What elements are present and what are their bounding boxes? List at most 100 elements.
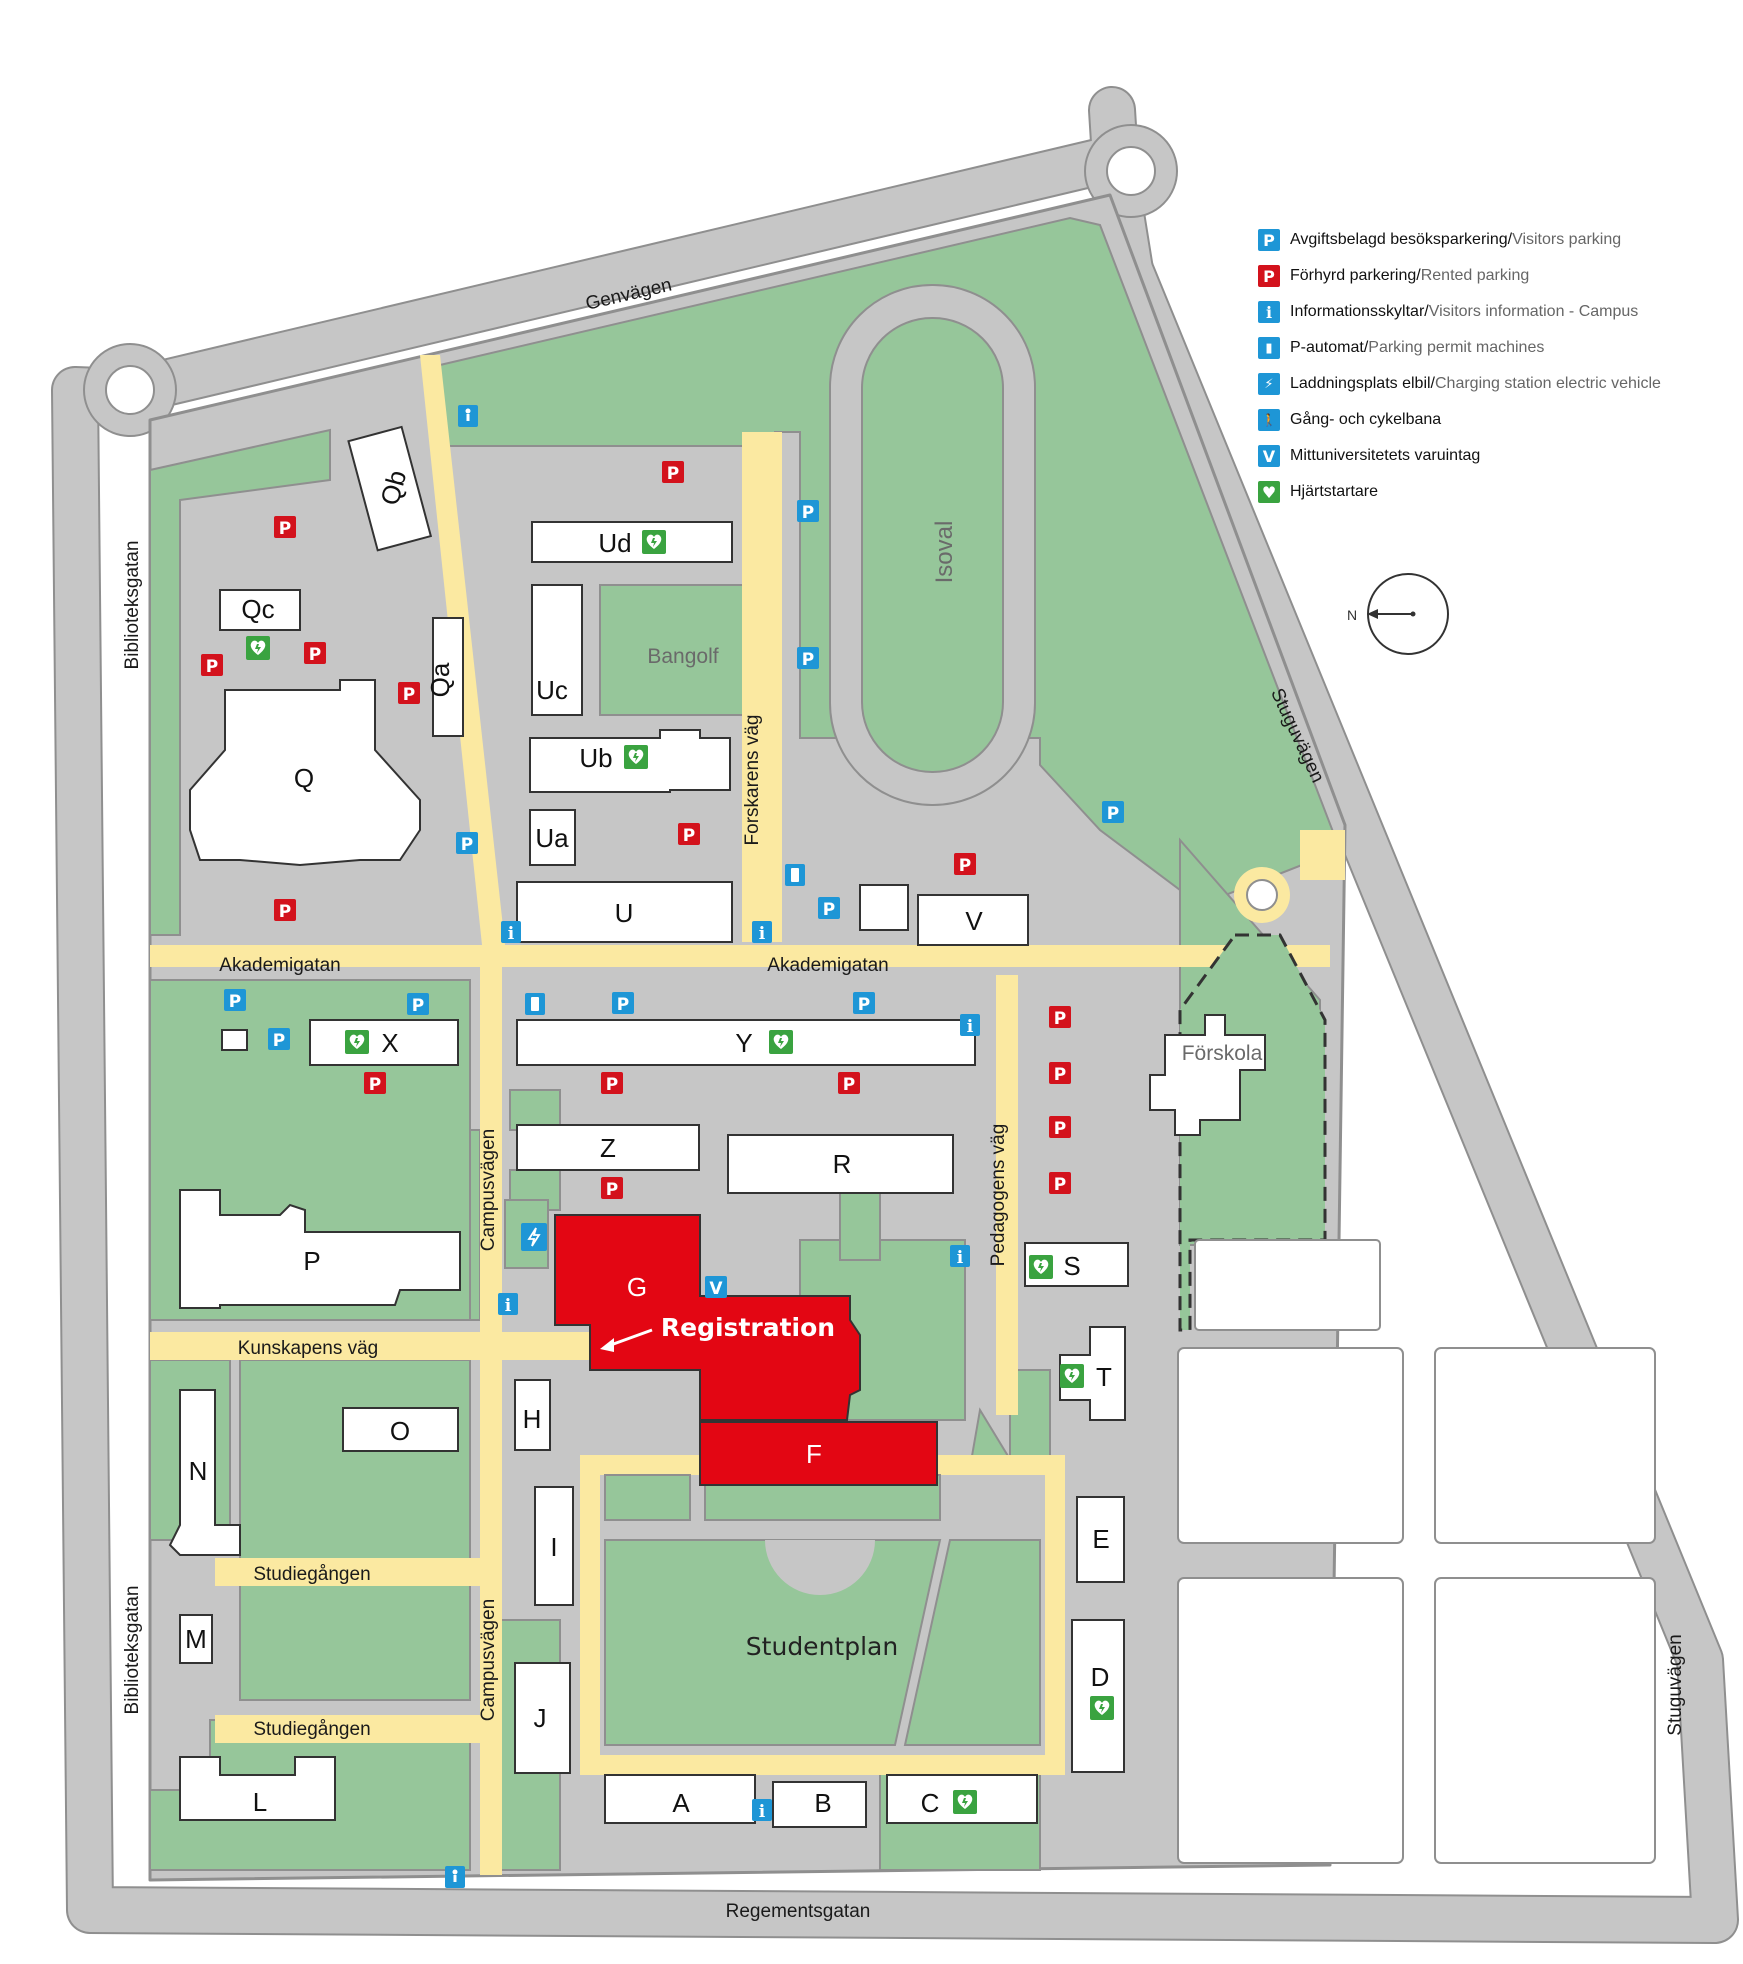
ev-charging-icon[interactable] xyxy=(521,1223,547,1251)
building-g[interactable] xyxy=(554,1214,861,1421)
defibrillator-icon[interactable] xyxy=(624,745,648,769)
parking-visitors-icon[interactable] xyxy=(818,897,840,920)
defibrillator-icon[interactable] xyxy=(642,530,666,554)
defibrillator-icon[interactable] xyxy=(246,636,270,660)
parking-rented-icon[interactable] xyxy=(1049,1006,1071,1029)
label-z: Z xyxy=(600,1133,616,1163)
parking-rented-icon[interactable] xyxy=(201,654,223,677)
legend-label: Avgiftsbelagd besöksparkering/Visitors p… xyxy=(1290,231,1622,248)
forskola-label: Förskola xyxy=(1182,1042,1263,1065)
parking-rented-icon[interactable] xyxy=(1049,1062,1071,1085)
defibrillator-icon[interactable] xyxy=(345,1030,369,1054)
roundabout-west xyxy=(83,343,177,437)
defibrillator-icon: ♥ xyxy=(1258,481,1280,503)
parking-rented-icon[interactable] xyxy=(304,642,326,665)
pedestrian-paths xyxy=(150,355,1345,1875)
parking-rented-icon[interactable] xyxy=(601,1177,623,1200)
parking-machine-icon[interactable] xyxy=(785,864,805,886)
label-uc: Uc xyxy=(536,675,568,705)
label-l: L xyxy=(253,1787,267,1817)
legend-label: Hjärtstartare xyxy=(1290,483,1379,500)
registration-arrow xyxy=(600,1328,653,1352)
information-icon[interactable] xyxy=(960,1014,980,1037)
parking-visitors-icon[interactable] xyxy=(268,1028,290,1051)
label-ud: Ud xyxy=(598,528,631,558)
defibrillator-icon[interactable] xyxy=(1090,1696,1114,1720)
building-qb xyxy=(347,425,433,552)
label-a: A xyxy=(672,1788,690,1818)
parking-visitors-icon[interactable] xyxy=(407,993,429,1016)
building-labels: Q Qa Qb Qc Ud Uc Ub Ua U V X Y Z R P G F… xyxy=(185,467,1112,1818)
legend-label: Förhyrd parkering/Rented parking xyxy=(1290,267,1530,284)
building-o xyxy=(342,1407,459,1452)
label-u: U xyxy=(615,898,634,928)
label-f: F xyxy=(806,1439,822,1469)
information-icon[interactable] xyxy=(752,1799,772,1822)
street-pedagogens-vag: Pedagogens väg xyxy=(988,1124,1009,1267)
parking-rented-icon[interactable] xyxy=(662,461,684,484)
parking-visitors-icon[interactable] xyxy=(612,992,634,1015)
street-campusvagen-top: Campusvägen xyxy=(478,1129,499,1252)
street-stuguvagen-bottom: Stuguvägen xyxy=(1665,1634,1686,1735)
parking-rented-icon[interactable] xyxy=(364,1072,386,1095)
legend-row-information: i Informationsskyltar/Visitors informati… xyxy=(1258,294,1728,330)
label-b: B xyxy=(814,1788,831,1818)
ev-charging-icon: ⚡ xyxy=(1258,373,1280,395)
parking-visitors-icon[interactable] xyxy=(1102,801,1124,824)
building-u xyxy=(516,881,733,943)
building-f[interactable] xyxy=(699,1421,938,1486)
defibrillator-icon[interactable] xyxy=(1029,1255,1053,1279)
parking-visitors-icon[interactable] xyxy=(456,832,478,855)
information-icon[interactable] xyxy=(752,921,772,944)
bangolf-label: Bangolf xyxy=(647,645,718,668)
building-t xyxy=(1059,1326,1126,1421)
street-studiegangen-top: Studiegången xyxy=(253,1564,370,1585)
building-p xyxy=(179,1189,461,1309)
building-q xyxy=(189,679,421,867)
defibrillator-icon[interactable] xyxy=(953,1790,977,1814)
map-icons: V xyxy=(201,405,1124,1888)
label-ua: Ua xyxy=(535,823,569,853)
parking-visitors-icon[interactable] xyxy=(853,992,875,1015)
street-forskarens-vag: Forskarens väg xyxy=(742,715,763,846)
svg-text:V: V xyxy=(709,1279,723,1299)
legend-label: P-automat/Parking permit machines xyxy=(1290,339,1545,356)
parking-rented-icon[interactable] xyxy=(678,823,700,846)
parking-machine-icon[interactable] xyxy=(525,993,545,1015)
building-z xyxy=(516,1124,700,1171)
parking-rented-icon[interactable] xyxy=(954,853,976,876)
building-v-annex xyxy=(859,884,909,931)
legend-label: Mittuniversitetets varuintag xyxy=(1290,447,1481,464)
label-e: E xyxy=(1092,1524,1109,1554)
information-icon[interactable] xyxy=(501,921,521,944)
parking-visitors-icon[interactable] xyxy=(797,500,819,523)
information-icon[interactable] xyxy=(498,1293,518,1316)
building-v xyxy=(917,894,1029,946)
parking-visitors-icon[interactable] xyxy=(224,989,246,1012)
building-l xyxy=(179,1756,336,1821)
parking-rented-icon: P xyxy=(1258,265,1280,287)
defibrillator-icon[interactable] xyxy=(769,1030,793,1054)
parking-rented-icon[interactable] xyxy=(838,1072,860,1095)
parking-visitors-icon[interactable] xyxy=(797,647,819,670)
building-b xyxy=(772,1781,867,1828)
pedestrian-cycle-icon[interactable] xyxy=(458,405,478,427)
parking-rented-icon[interactable] xyxy=(1049,1116,1071,1139)
parking-rented-icon[interactable] xyxy=(601,1072,623,1095)
label-ub: Ub xyxy=(579,743,612,773)
building-y xyxy=(516,1019,976,1066)
delivery-icon[interactable]: V xyxy=(705,1276,727,1299)
label-p: P xyxy=(303,1246,320,1276)
parking-rented-icon[interactable] xyxy=(274,516,296,539)
defibrillator-icon[interactable] xyxy=(1060,1364,1084,1388)
information-icon[interactable] xyxy=(950,1245,970,1268)
parking-rented-icon[interactable] xyxy=(398,682,420,705)
legend-row-pedestrian-cycle: 🚶 Gång- och cykelbana xyxy=(1258,402,1728,438)
label-r: R xyxy=(833,1149,852,1179)
street-akademigatan-right: Akademigatan xyxy=(767,955,888,976)
parking-rented-icon[interactable] xyxy=(1049,1172,1071,1195)
pedestrian-cycle-icon[interactable] xyxy=(445,1866,465,1888)
label-j: J xyxy=(534,1703,547,1733)
parking-rented-icon[interactable] xyxy=(274,899,296,922)
